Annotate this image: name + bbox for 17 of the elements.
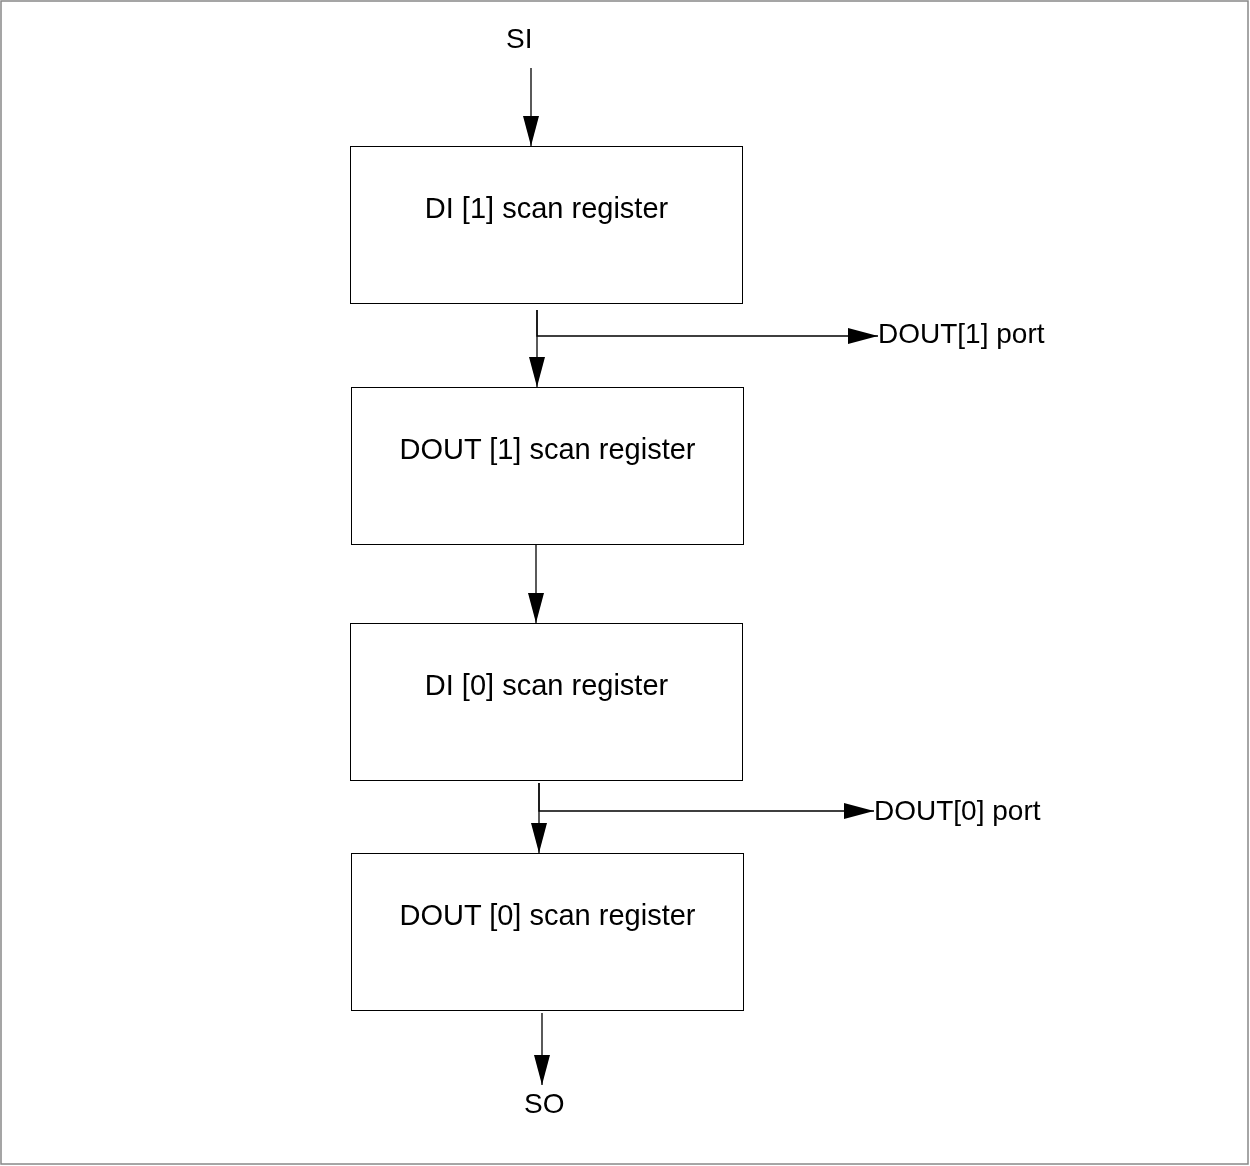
register-box (351, 387, 744, 545)
signal-label: SO (524, 1087, 565, 1121)
box-label: DOUT [1] scan register (399, 433, 696, 465)
box-label: DI [1] scan register (424, 192, 669, 224)
register-box (350, 623, 743, 781)
arrow (523, 67, 539, 147)
register-box (351, 853, 744, 1011)
signal-label: SI (506, 22, 533, 56)
register-box (350, 146, 743, 304)
box-label: DOUT [0] scan register (399, 899, 696, 931)
arrow (538, 782, 875, 819)
arrow (534, 1012, 550, 1086)
arrow (528, 544, 544, 624)
arrow (536, 309, 879, 344)
signal-label: DOUT[0] port (874, 794, 1041, 828)
box-label: DI [0] scan register (424, 669, 669, 701)
signal-label: DOUT[1] port (878, 317, 1045, 351)
